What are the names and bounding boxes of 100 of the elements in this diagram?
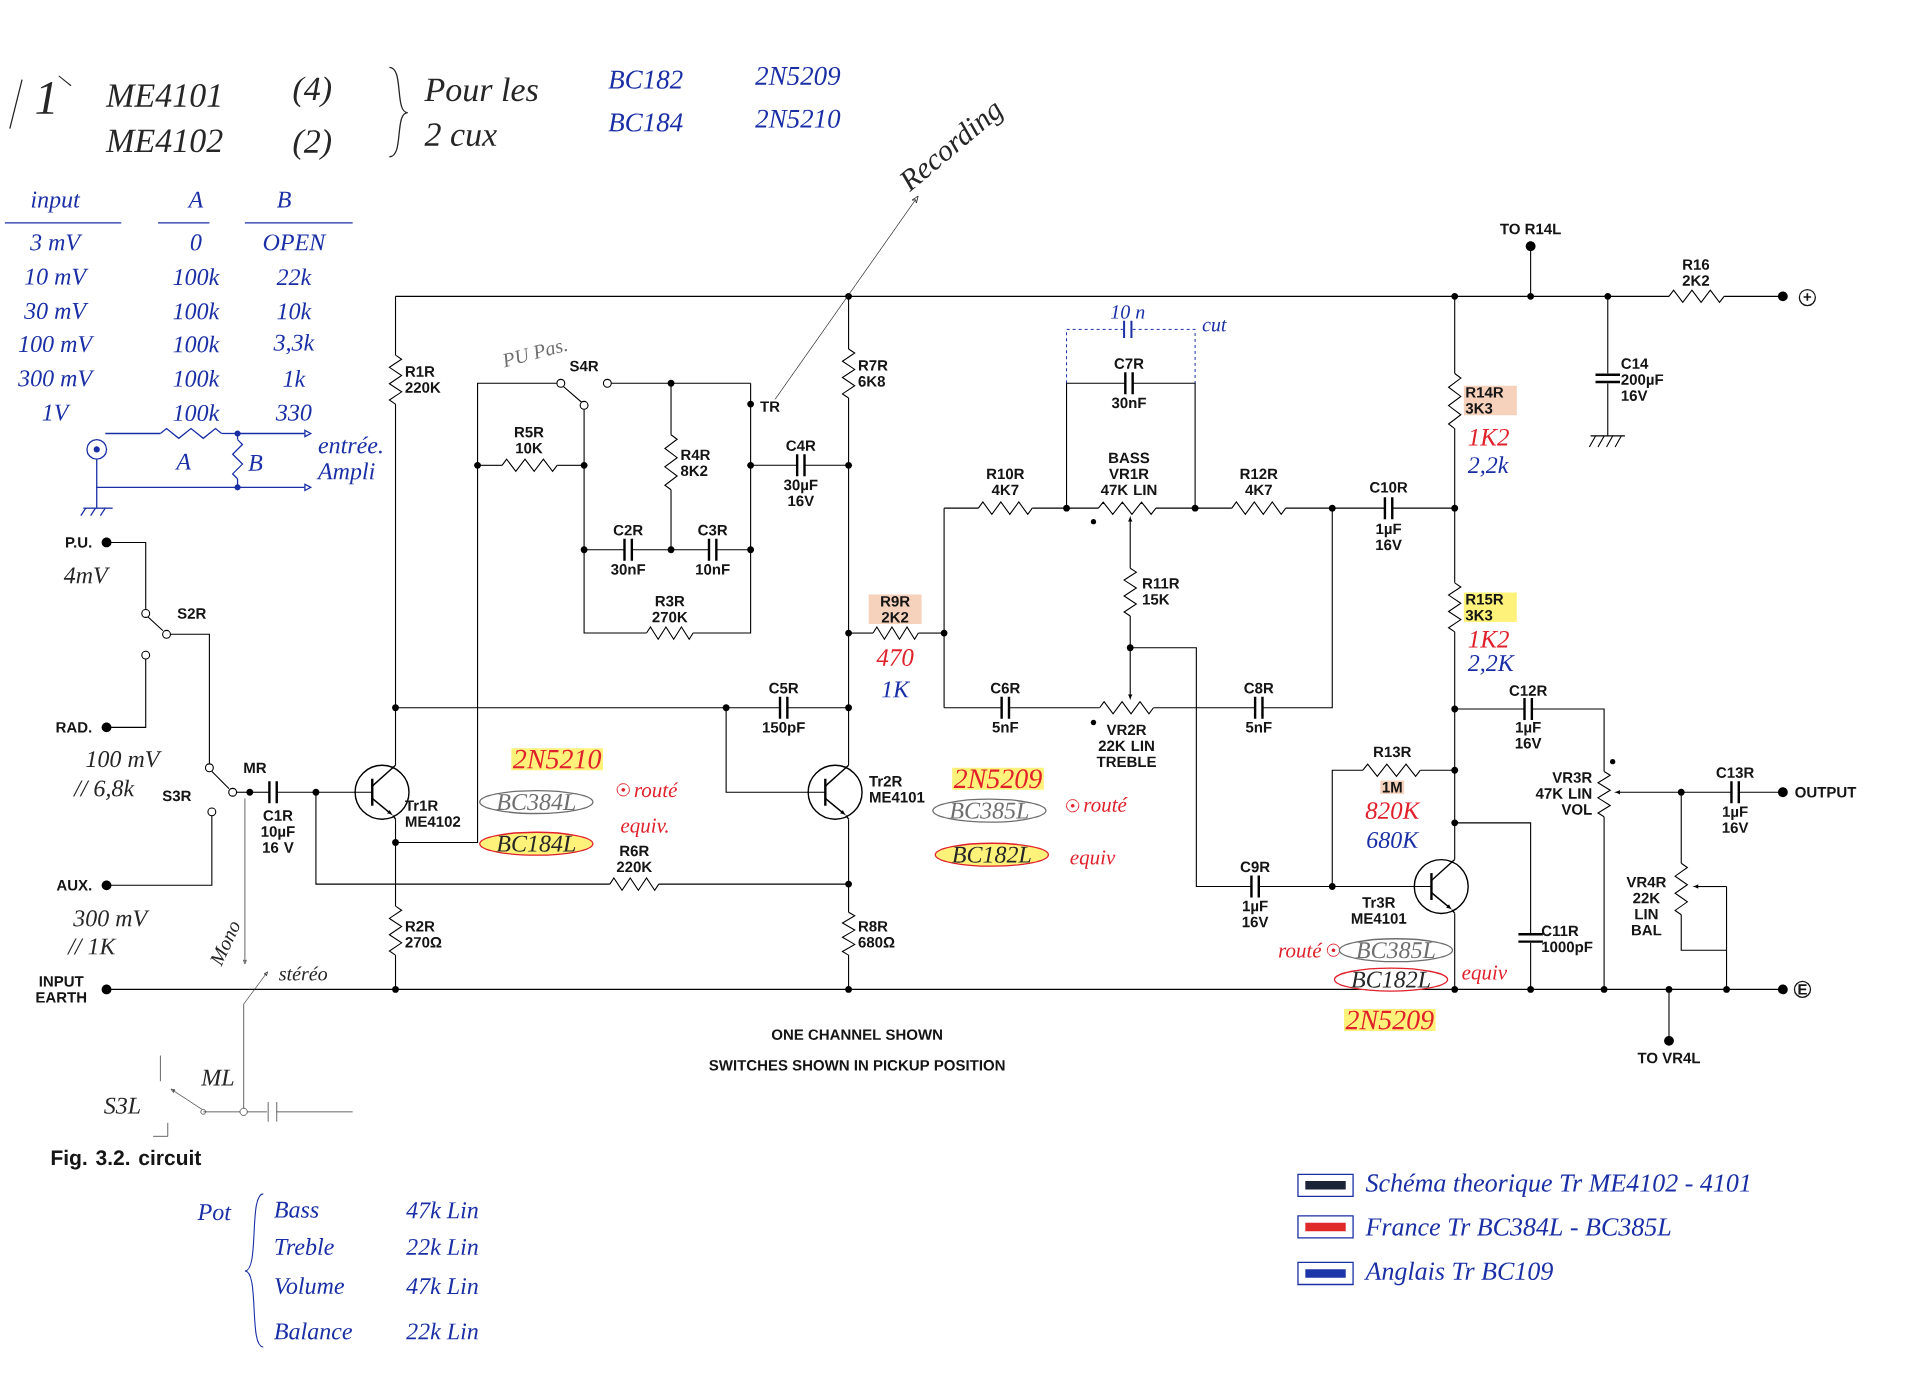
component-label: S2R xyxy=(177,608,207,619)
terminal-label: OUTPUT xyxy=(1795,787,1857,798)
component-label: C10R xyxy=(1370,482,1408,493)
table-cell: 1k xyxy=(283,370,306,387)
handwritten-note: S3L xyxy=(104,1097,140,1114)
component-label: C3R xyxy=(698,525,728,536)
handwritten-note: routé xyxy=(634,782,679,798)
note: ONE CHANNEL SHOWN xyxy=(771,1029,942,1041)
circled-part-number: BC184L xyxy=(479,831,594,856)
component-label: Tr3R ME4101 xyxy=(1351,897,1407,924)
component-label: R1R 220K xyxy=(405,366,441,393)
handwritten-note: cut xyxy=(1202,320,1227,332)
component-label: VR2R 22K LIN TREBLE xyxy=(1096,724,1156,768)
handwritten-note: 1K2 xyxy=(1468,631,1509,648)
component-label: 1µF 16V xyxy=(1515,722,1542,749)
table-cell: 100 mV xyxy=(18,336,95,353)
component-label: R9R 2K2 xyxy=(868,594,922,625)
component-label: C7R xyxy=(1114,358,1144,370)
table-cell: 1V xyxy=(42,404,71,421)
handwritten-note: (4) xyxy=(293,76,331,108)
handwritten-note: 47k Lin xyxy=(406,1277,478,1295)
component-label: R2R 270Ω xyxy=(405,921,442,948)
component-label: S4R xyxy=(569,360,599,372)
component-label: R8R 680Ω xyxy=(858,921,895,948)
component-label: BASS VR1R 47K LIN xyxy=(1100,452,1157,496)
component-label: 30nF xyxy=(611,564,646,575)
handwritten-note: 1K2 xyxy=(1468,429,1509,446)
terminal-label: TO VR4L xyxy=(1637,1052,1701,1064)
component-label: R16 2K2 xyxy=(1682,259,1710,286)
circled-part-number: BC385L xyxy=(932,798,1047,823)
component-label: C9R xyxy=(1240,861,1270,873)
handwritten-note: // 1K xyxy=(67,938,117,955)
terminal-label: P.U. xyxy=(66,537,92,548)
part-number: ME4101 xyxy=(105,84,220,108)
circled-part-number: BC385L xyxy=(1338,938,1454,963)
terminal-label: AUX. xyxy=(56,880,92,891)
handwritten-note: equiv xyxy=(1070,850,1116,869)
component-label: 150pF xyxy=(762,722,805,736)
handwritten-note: ML xyxy=(201,1069,234,1086)
part-number: BC182 xyxy=(608,70,683,89)
component-label: 1µF 16V xyxy=(1242,901,1269,928)
component-label: R14R 3K3 xyxy=(1463,385,1517,416)
terminal-label: INPUT EARTH xyxy=(36,976,87,1003)
table-header: input xyxy=(31,191,81,213)
component-label: S3R xyxy=(162,790,192,802)
component-label: C12R xyxy=(1509,685,1548,697)
component-label: R6R 220K xyxy=(616,845,653,873)
part-number: 2N5209 xyxy=(952,768,1044,790)
part-number: BC184 xyxy=(608,113,683,132)
handwritten-note: 300 mV xyxy=(73,910,150,927)
circled-part-number: BC182L xyxy=(1333,967,1449,992)
component-label: Tr1R ME4102 xyxy=(405,800,461,828)
handwritten-note: (2) xyxy=(293,129,331,161)
table-cell: 100k xyxy=(173,404,220,422)
handwritten-note: 10 n xyxy=(1110,305,1145,319)
component-label: R10R 4K7 xyxy=(987,468,1025,496)
handwritten-note: routé xyxy=(1278,942,1323,958)
table-header: A xyxy=(187,191,204,208)
handwritten-note: // 6,8k xyxy=(73,779,135,801)
component-label: 1µF 16V xyxy=(1376,523,1402,551)
legend-label: Schéma theorique Tr ME4102 - 4101 xyxy=(1365,1173,1750,1198)
part-number: 2N5210 xyxy=(511,748,603,771)
handwritten-note: 100 mV xyxy=(86,751,162,768)
handwritten-note: Treble xyxy=(275,1238,334,1256)
table-cell: OPEN xyxy=(263,234,327,251)
handwritten-note: 22k Lin xyxy=(406,1322,478,1340)
handwritten-note: 47k Lin xyxy=(406,1201,478,1219)
handwritten-note: equiv. xyxy=(621,818,668,838)
terminal-label: TO R14L xyxy=(1500,223,1561,235)
handwritten-note: Pour les xyxy=(424,77,538,102)
component-label: 30µF 16V xyxy=(783,479,818,507)
component-label: R12R 4K7 xyxy=(1240,468,1278,496)
handwritten-note: routé xyxy=(1084,797,1128,813)
handwritten-note: entrée. Ampli xyxy=(316,436,382,485)
handwritten-note: 4mV xyxy=(63,567,110,584)
component-label: C6R xyxy=(990,683,1020,694)
handwritten-note: 680K xyxy=(1367,832,1420,849)
handwritten-note: equiv xyxy=(1462,965,1508,985)
component-label: VR4R 22K LIN BAL xyxy=(1626,877,1667,936)
component-label: R11R 15K xyxy=(1143,578,1180,605)
resistor-label: A xyxy=(175,453,192,470)
component-label: 1µF 16V xyxy=(1722,806,1749,834)
part-number: ME4102 xyxy=(105,129,223,153)
component-label: Tr2R ME4101 xyxy=(869,776,925,803)
part-number: 2N5209 xyxy=(755,66,841,86)
figure-caption: Fig. 3.2. circuit xyxy=(51,1149,202,1170)
table-cell: 100k xyxy=(173,335,220,353)
component-label: R13R xyxy=(1374,746,1412,758)
table-cell: 300 mV xyxy=(18,370,95,387)
legend-label: France Tr BC384L - BC385L xyxy=(1365,1218,1671,1236)
page-number: 1 xyxy=(36,82,54,114)
handwritten-note: 820K xyxy=(1365,802,1421,820)
terminal-label: RAD. xyxy=(56,722,92,733)
table-cell: 10k xyxy=(277,302,312,320)
table-cell: 0 xyxy=(190,234,202,251)
table-cell: 3 mV xyxy=(30,234,83,251)
table-cell: 100k xyxy=(173,268,220,286)
component-label: VR3R 47K LIN VOL xyxy=(1535,772,1592,815)
circled-part-number: BC182L xyxy=(934,842,1050,867)
component-label: 10nF xyxy=(696,564,730,575)
